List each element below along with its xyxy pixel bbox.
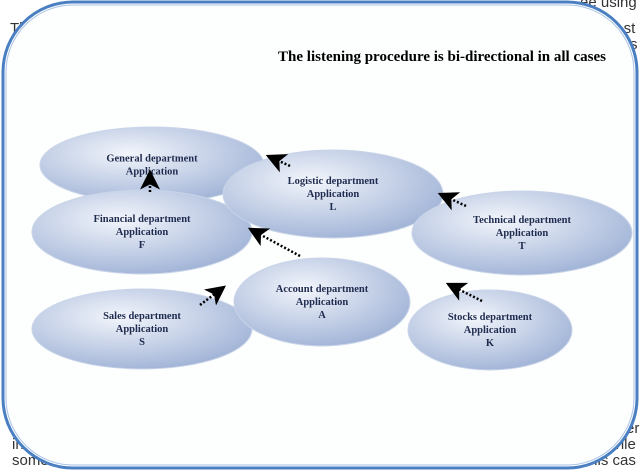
node-label: Application <box>116 227 169 238</box>
node-label: T <box>518 241 525 252</box>
bg-text: in <box>12 436 24 453</box>
bg-text: s <box>630 36 638 53</box>
node-label: Stocks department <box>448 312 533 323</box>
node-label: Application <box>307 189 360 200</box>
node-label: Application <box>116 324 169 335</box>
node-label: A <box>318 310 326 321</box>
arrow-sales-account <box>199 285 226 306</box>
node-ellipse <box>411 190 633 276</box>
node-label: Technical department <box>473 215 571 226</box>
arrow-general-logistic <box>265 154 291 173</box>
node-label: L <box>329 202 336 213</box>
node-label: Application <box>296 297 349 308</box>
node-ellipse <box>407 289 573 371</box>
arrow-account-financial <box>247 227 301 258</box>
node-label: General department <box>106 154 198 165</box>
node-label: K <box>486 338 495 349</box>
node-label: Sales department <box>103 311 181 322</box>
node-label: S <box>139 337 145 348</box>
node-label: Application <box>126 167 179 178</box>
node-label: Account department <box>276 284 369 295</box>
bg-text: ee using <box>580 0 637 11</box>
node-label: Application <box>464 325 517 336</box>
arrow-technical-logistic <box>437 192 467 211</box>
node-ellipse <box>233 257 411 347</box>
node-label: Financial department <box>93 214 191 225</box>
node-label: F <box>139 240 145 251</box>
node-label: Logistic department <box>288 176 379 187</box>
diagram-title: The listening procedure is bi-directiona… <box>278 49 606 65</box>
node-label: Application <box>496 228 549 239</box>
